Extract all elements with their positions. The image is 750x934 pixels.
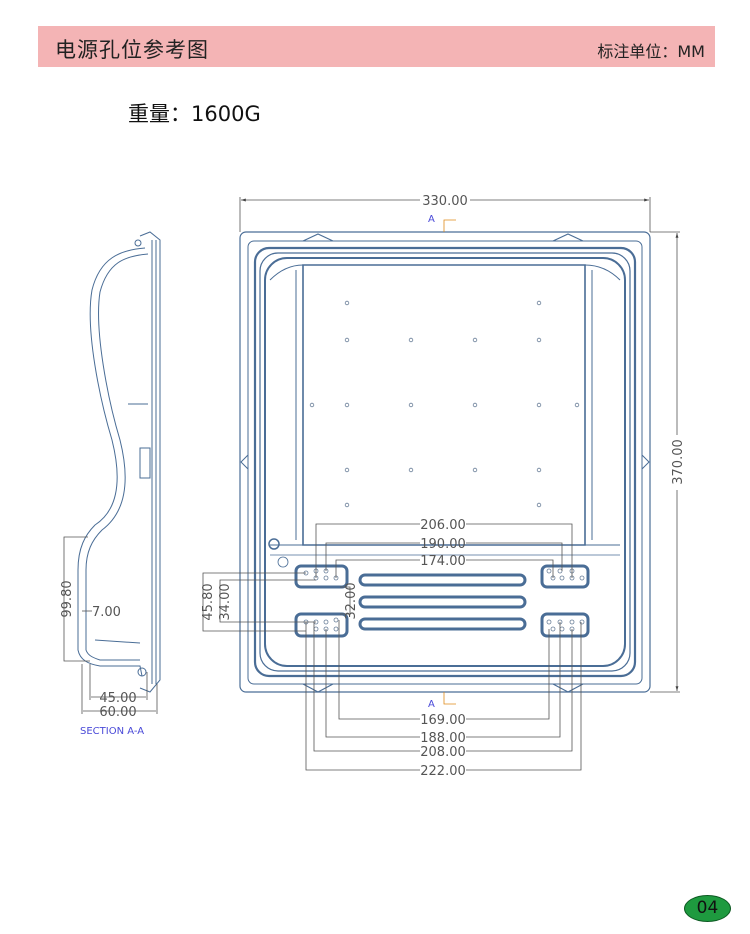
dimension-labels: 330.00 370.00 206.00 190.00 174.00 169.0… [201,192,686,779]
dim-190: 190.00 [420,537,466,552]
weight-label: 重量：1600G [128,102,261,126]
dim-45: 45.00 [99,691,136,706]
section-label: SECTION A-A [80,726,144,737]
page-number-badge: 04 [684,895,731,922]
section-dimension-labels: 99.80 7.00 45.00 60.00 SECTION A-A [60,580,144,737]
front-view [239,231,651,693]
dim-32: 32.00 [344,582,359,619]
dim-99-80: 99.80 [60,580,75,617]
dim-169: 169.00 [420,713,466,728]
dim-height: 370.00 [671,439,686,485]
section-marker-bottom: A [428,699,435,710]
section-marker-top: A [428,214,435,225]
dim-45-80: 45.80 [201,583,216,620]
dim-60: 60.00 [99,705,136,720]
dimension-lines [202,197,680,771]
unit-label: 标注单位：MM [597,42,705,61]
header-band: 电源孔位参考图 标注单位：MM [38,26,715,67]
section-dimension-lines [63,536,158,714]
dim-222: 222.00 [420,764,466,779]
dim-188: 188.00 [420,731,466,746]
dim-206: 206.00 [420,518,466,533]
dim-174: 174.00 [420,554,466,569]
dim-34: 34.00 [218,583,233,620]
dim-7: 7.00 [92,605,121,620]
page-title: 电源孔位参考图 [55,38,209,62]
section-view [77,231,161,693]
dim-208: 208.00 [420,745,466,760]
dim-width: 330.00 [422,194,468,209]
